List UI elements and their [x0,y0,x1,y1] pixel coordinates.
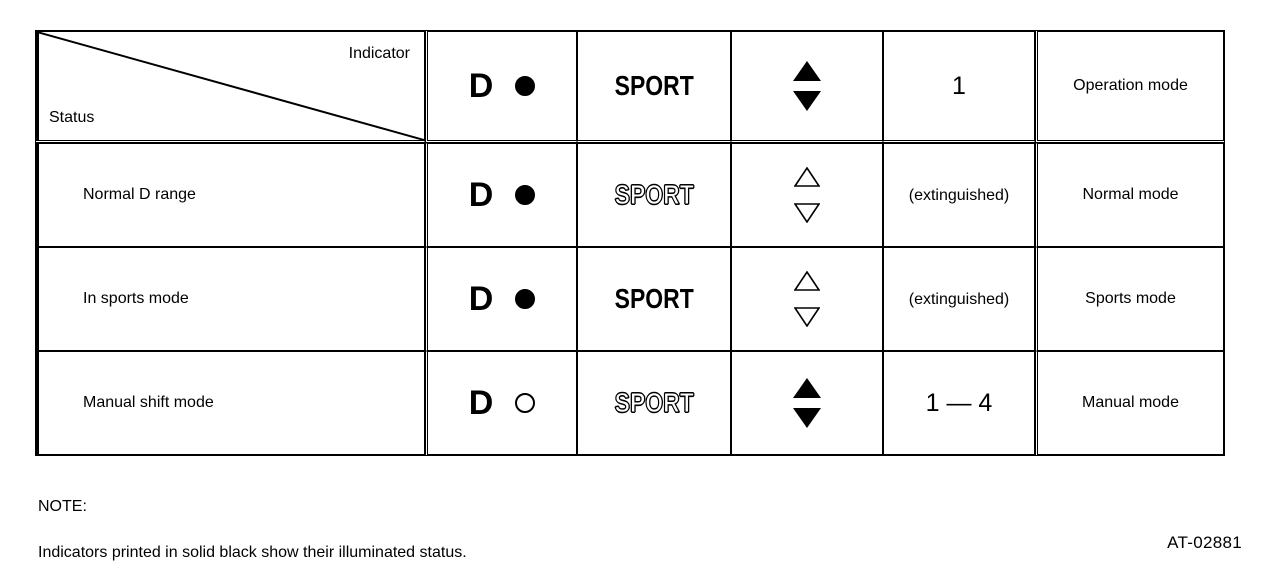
header-d-indicator-cell: D [425,30,577,143]
row-gear-number-cell: 1 — 4 [883,351,1035,456]
status-label: Normal D range [83,186,196,203]
indicator-axis-label: Indicator [348,45,410,62]
figure-reference-code: AT-02881 [1167,533,1242,552]
status-label: In sports mode [83,290,189,307]
up-down-triangle-group [732,378,882,428]
operation-mode-header-label: Operation mode [1073,77,1188,94]
table-row: Normal D range D SPORT [35,143,1225,247]
filled-up-triangle-icon [793,61,821,81]
outlined-up-triangle-icon [794,271,820,291]
filled-circle-icon [515,185,536,205]
row-operation-mode-cell: Manual mode [1035,351,1225,456]
note-body: Indicators printed in solid black show t… [38,544,467,561]
row-status-cell: In sports mode [35,247,425,351]
figure-page: Indicator Status D SPORT [35,30,1242,561]
row-gear-number-cell: (extinguished) [883,247,1035,351]
note-block: NOTE: Indicators printed in solid black … [38,472,467,587]
filled-down-triangle-icon [793,408,821,428]
d-letter-glyph: D [468,176,494,214]
outlined-up-triangle-icon [794,167,820,187]
indicator-status-table: Indicator Status D SPORT [35,30,1225,456]
gear-number-glyph: 1 [952,71,966,100]
note-title: NOTE: [38,498,87,515]
row-triangle-indicator-cell [731,247,883,351]
table-header-row: Indicator Status D SPORT [35,30,1225,143]
header-corner-cell: Indicator Status [35,30,425,143]
hollow-circle-icon [515,393,536,413]
row-triangle-indicator-cell [731,143,883,247]
filled-circle-icon [515,289,536,309]
table-row: In sports mode D SPORT [35,247,1225,351]
row-operation-mode-cell: Sports mode [1035,247,1225,351]
row-d-indicator-cell: D [425,351,577,456]
corner-diagonal-container: Indicator Status [37,32,424,140]
operation-mode-label: Manual mode [1082,394,1179,411]
d-letter-glyph: D [468,384,494,422]
d-indicator-group: D [428,69,576,103]
d-letter-glyph: D [468,67,494,105]
header-sport-indicator-cell: SPORT [577,30,731,143]
row-triangle-indicator-cell [731,351,883,456]
row-status-cell: Normal D range [35,143,425,247]
sport-word-glyph: SPORT [614,283,694,314]
row-d-indicator-cell: D [425,247,577,351]
header-gear-number-cell: 1 [883,30,1035,143]
filled-up-triangle-icon [793,378,821,398]
gear-number-glyph: (extinguished) [908,186,1010,204]
gear-number-glyph: (extinguished) [908,290,1010,308]
operation-mode-label: Sports mode [1085,290,1176,307]
row-status-cell: Manual shift mode [35,351,425,456]
gear-number-glyph: 1 — 4 [925,388,993,417]
sport-word-glyph: SPORT [614,70,694,101]
up-down-triangle-group [732,271,882,327]
row-d-indicator-cell: D [425,143,577,247]
diagonal-divider-icon [37,32,424,140]
filled-circle-icon [515,76,536,96]
row-sport-indicator-cell: SPORT [577,143,731,247]
row-operation-mode-cell: Normal mode [1035,143,1225,247]
d-indicator-group: D [428,178,576,212]
sport-word-glyph: SPORT [614,179,694,210]
filled-down-triangle-icon [793,91,821,111]
row-sport-indicator-cell: SPORT [577,351,731,456]
status-axis-label: Status [49,109,95,126]
d-letter-glyph: D [468,280,494,318]
d-indicator-group: D [428,282,576,316]
header-operation-mode-cell: Operation mode [1035,30,1225,143]
header-triangle-indicator-cell [731,30,883,143]
status-label: Manual shift mode [83,394,214,411]
up-down-triangle-group [732,61,882,111]
table-row: Manual shift mode D SPORT [35,351,1225,456]
sport-word-glyph: SPORT [614,387,694,418]
outlined-down-triangle-icon [794,203,820,223]
up-down-triangle-group [732,167,882,223]
row-gear-number-cell: (extinguished) [883,143,1035,247]
row-sport-indicator-cell: SPORT [577,247,731,351]
d-indicator-group: D [428,386,576,420]
outlined-down-triangle-icon [794,307,820,327]
operation-mode-label: Normal mode [1082,186,1179,203]
